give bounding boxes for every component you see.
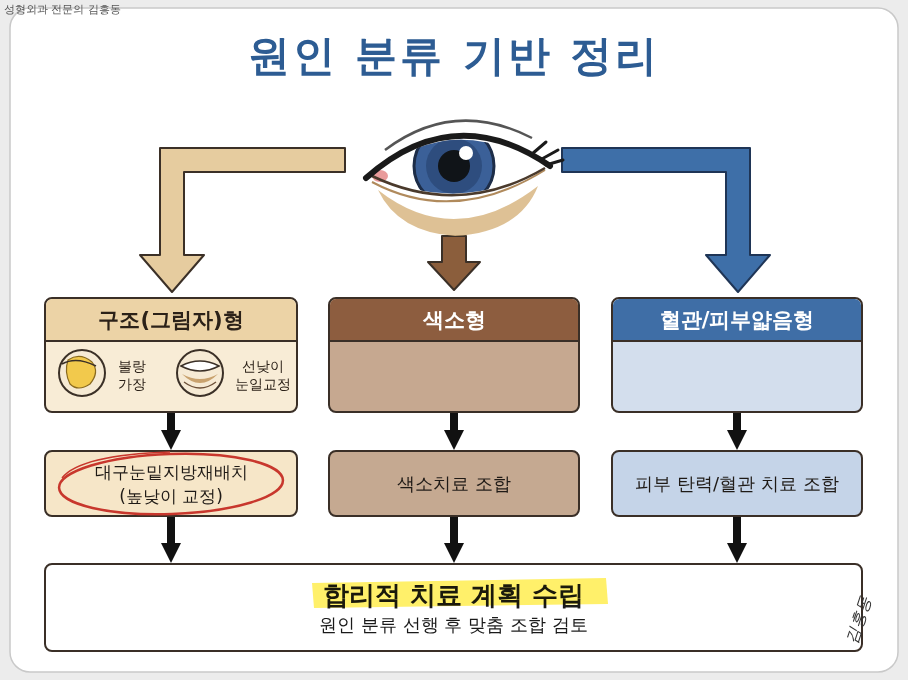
icon-caption: 선낮이 눈일교정: [230, 357, 296, 393]
upper-lid: [366, 136, 550, 178]
flow-arrow: [167, 413, 175, 430]
eye-shape: [181, 361, 219, 371]
groove-icon: [177, 350, 223, 396]
groove-shadow: [182, 374, 218, 383]
eye-illustration: [366, 121, 563, 236]
fat-pad: [66, 356, 95, 388]
diagram-title: 원인 분류 기반 정리: [0, 28, 908, 84]
under-eye-shadow: [378, 186, 538, 236]
eyelashes: [532, 142, 563, 165]
category-box: 혈관/피부얇음형: [611, 297, 863, 413]
lower-lid: [372, 168, 545, 195]
emphasis-stroke: [62, 452, 170, 478]
category-heading: 혈관/피부얇음형: [613, 299, 861, 342]
watermark: 성형외과 전문의 김흥동: [4, 2, 121, 17]
treatment-box: 대구눈밑지방재배치 (높낮이 교정): [44, 450, 298, 517]
flow-arrow: [450, 517, 458, 543]
flow-arrow: [733, 413, 741, 430]
branch-arrow: [140, 148, 345, 292]
eye-highlight: [459, 146, 473, 160]
icon-caption: 불랑 가장: [108, 357, 156, 393]
category-box: 구조(그림자)형불랑 가장 선낮이 눈일교정: [44, 297, 298, 413]
fat-icon: [59, 350, 105, 396]
groove-line: [184, 382, 216, 388]
marker-highlight: [312, 578, 608, 608]
summary-subtitle: 원인 분류 선행 후 맞춤 조합 검토: [319, 612, 587, 638]
summary-heading: 합리적 치료 계획 수립: [323, 578, 584, 612]
treatment-box: 색소치료 조합: [328, 450, 580, 517]
category-heading: 구조(그림자)형: [46, 299, 296, 342]
category-box: 색소형: [328, 297, 580, 413]
flow-arrow: [167, 517, 175, 543]
treatment-label: 피부 탄력/혈관 치료 조합: [635, 472, 838, 496]
flow-arrow: [450, 413, 458, 430]
branch-arrow: [428, 236, 480, 290]
icon-circle: [177, 350, 223, 396]
iris-inner: [426, 138, 482, 194]
treatment-label: 색소치료 조합: [397, 472, 511, 496]
treatment-box: 피부 탄력/혈관 치료 조합: [611, 450, 863, 517]
flow-arrow: [733, 517, 741, 543]
treatment-label: 대구눈밑지방재배치 (높낮이 교정): [86, 460, 256, 508]
card-frame: [10, 8, 898, 672]
lid-line: [62, 360, 96, 366]
category-heading: 색소형: [330, 299, 578, 342]
summary-box: 합리적 치료 계획 수립원인 분류 선행 후 맞춤 조합 검토: [44, 563, 863, 652]
branch-arrow: [562, 148, 770, 292]
emphasis-ellipse: [58, 450, 284, 518]
icon-circle: [59, 350, 105, 396]
